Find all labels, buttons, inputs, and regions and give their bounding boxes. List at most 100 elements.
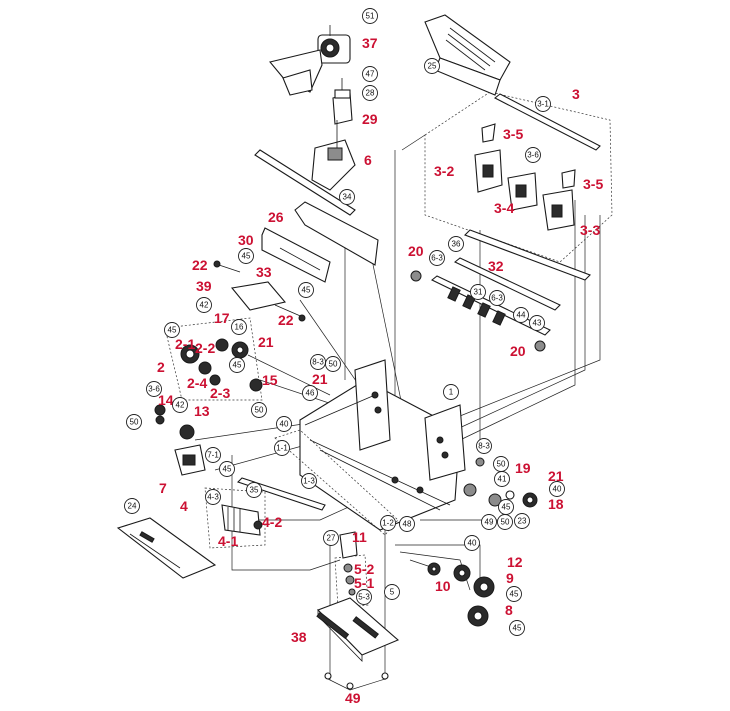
- svg-text:8-3: 8-3: [312, 358, 324, 367]
- callout-2-3: 2-3: [210, 385, 230, 401]
- svg-text:40: 40: [468, 539, 477, 548]
- circle-41: 41: [494, 471, 510, 487]
- callout-3-5b: 3-5: [583, 176, 603, 192]
- shaft-3-1: [493, 93, 601, 151]
- circle-40c: 40: [464, 535, 480, 551]
- circle-44: 44: [513, 307, 529, 323]
- callout-14: 14: [158, 392, 174, 408]
- circle-46: 46: [302, 385, 318, 401]
- svg-text:51: 51: [366, 12, 375, 21]
- svg-text:45: 45: [502, 503, 511, 512]
- svg-text:47: 47: [366, 70, 375, 79]
- chassis-1: [299, 359, 466, 531]
- circle-50c: 50: [126, 414, 142, 430]
- callout-3-2: 3-2: [434, 163, 454, 179]
- svg-text:8-3: 8-3: [478, 442, 490, 451]
- circle-50d: 50: [493, 456, 509, 472]
- svg-text:49: 49: [485, 518, 494, 527]
- bracket-7: [174, 444, 206, 476]
- circle-45g: 45: [506, 586, 522, 602]
- circle-42a: 42: [196, 297, 212, 313]
- callout-3-5a: 3-5: [503, 126, 523, 142]
- gear-20: [410, 270, 546, 352]
- circle-1-2: 1-2: [380, 515, 396, 531]
- circle-23: 23: [514, 513, 530, 529]
- callout-4-2: 4-2: [262, 514, 282, 530]
- svg-text:45: 45: [233, 361, 242, 370]
- bracket-29: [332, 78, 353, 125]
- svg-text:42: 42: [176, 401, 185, 410]
- callout-22a: 22: [192, 257, 208, 273]
- tray-24: [116, 517, 217, 579]
- circle-45h: 45: [509, 620, 525, 636]
- plate-30: [261, 227, 331, 283]
- callout-38: 38: [291, 629, 307, 645]
- callout-11: 11: [352, 529, 367, 545]
- circle-40b: 40: [549, 481, 565, 497]
- svg-text:5: 5: [390, 588, 395, 597]
- svg-text:24: 24: [128, 502, 137, 511]
- svg-text:7-1: 7-1: [207, 451, 219, 460]
- callout-3-3: 3-3: [580, 222, 600, 238]
- svg-text:41: 41: [498, 475, 507, 484]
- circle-28: 28: [362, 85, 378, 101]
- circle-7-1: 7-1: [205, 447, 221, 463]
- svg-text:31: 31: [474, 288, 483, 297]
- svg-text:48: 48: [403, 520, 412, 529]
- callout-21b: 21: [312, 371, 328, 387]
- svg-text:46: 46: [306, 389, 315, 398]
- circle-48: 48: [399, 516, 415, 532]
- circle-45d: 45: [229, 357, 245, 373]
- callout-21c: 21: [548, 468, 564, 484]
- svg-text:45: 45: [510, 590, 519, 599]
- callout-33: 33: [256, 264, 272, 280]
- circle-3-6b: 3-6: [146, 381, 162, 397]
- svg-text:4-3: 4-3: [207, 493, 219, 502]
- svg-text:40: 40: [280, 420, 289, 429]
- svg-text:35: 35: [250, 486, 259, 495]
- svg-text:40: 40: [553, 485, 562, 494]
- svg-text:42: 42: [200, 301, 209, 310]
- circle-3-1: 3-1: [535, 96, 551, 112]
- circle-47: 47: [362, 66, 378, 82]
- callout-19: 19: [515, 460, 531, 476]
- circle-callouts: 51 25 47 28 3-1 3-6 34 45 36 6-3 45 6-3 …: [124, 8, 565, 636]
- callout-7: 7: [159, 480, 167, 496]
- circle-27: 27: [323, 530, 339, 546]
- svg-text:43: 43: [533, 319, 542, 328]
- callout-18: 18: [548, 496, 564, 512]
- circle-6-3b: 6-3: [489, 290, 505, 306]
- callout-37: 37: [362, 35, 378, 51]
- module-37: [269, 25, 351, 96]
- callout-12: 12: [507, 554, 523, 570]
- callout-2-1: 2-1: [175, 336, 195, 352]
- callout-13: 13: [194, 403, 210, 419]
- gear-14-13: [154, 404, 195, 440]
- callout-5-1: 5-1: [354, 575, 374, 591]
- circle-1-1: 1-1: [274, 440, 290, 456]
- svg-text:50: 50: [501, 518, 510, 527]
- svg-text:23: 23: [518, 517, 527, 526]
- callout-29: 29: [362, 111, 378, 127]
- circle-8-3a: 8-3: [310, 354, 326, 370]
- svg-text:45: 45: [242, 252, 251, 261]
- circle-3-6: 3-6: [525, 147, 541, 163]
- callout-39: 39: [196, 278, 212, 294]
- svg-text:25: 25: [428, 62, 437, 71]
- svg-text:1-2: 1-2: [382, 519, 394, 528]
- assembly-frame-4: [204, 487, 266, 549]
- circle-4-3: 4-3: [205, 489, 221, 505]
- circle-1-3: 1-3: [301, 473, 317, 489]
- svg-text:16: 16: [235, 323, 244, 332]
- callout-17: 17: [214, 310, 230, 326]
- svg-text:50: 50: [130, 418, 139, 427]
- svg-text:45: 45: [513, 624, 522, 633]
- circle-1: 1: [443, 384, 459, 400]
- svg-text:45: 45: [168, 326, 177, 335]
- leaders-49: [327, 678, 386, 691]
- callout-20b: 20: [510, 343, 526, 359]
- circle-34: 34: [339, 189, 355, 205]
- svg-text:45: 45: [302, 286, 311, 295]
- svg-text:27: 27: [327, 534, 336, 543]
